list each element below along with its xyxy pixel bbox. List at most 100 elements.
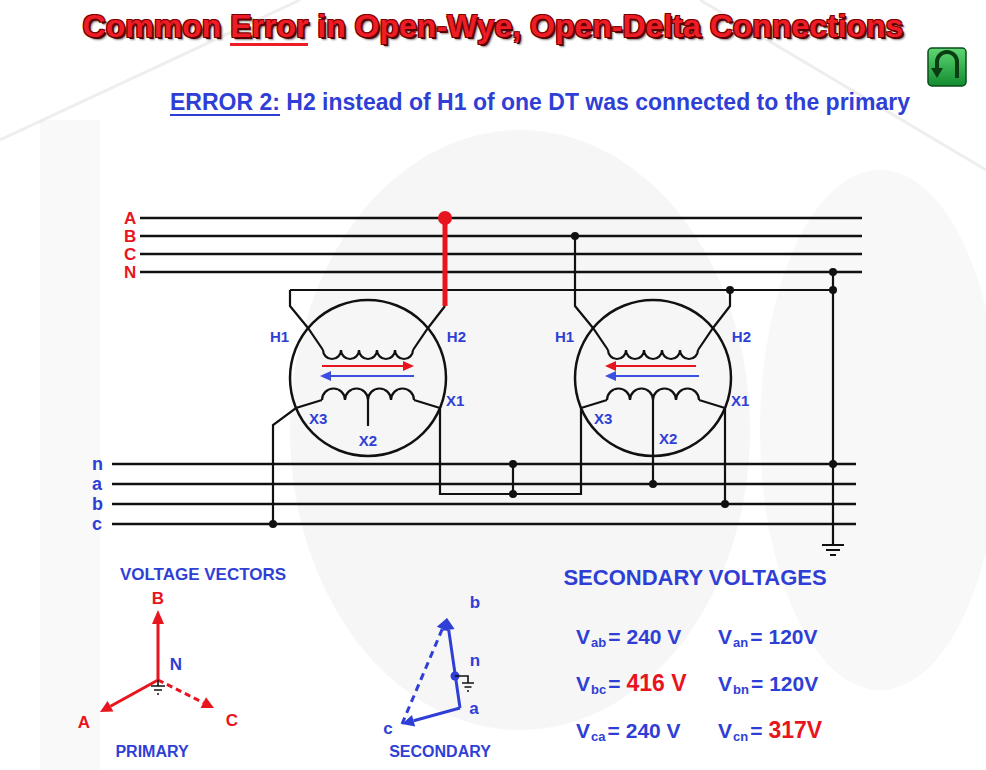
- abnormal-voltage: 317V: [768, 719, 822, 742]
- equals-sign: =: [607, 720, 619, 741]
- neutral-wire: [290, 272, 833, 545]
- ground-symbol: [455, 676, 474, 691]
- bus-label: c: [92, 515, 102, 533]
- voltage-symbol: V: [576, 626, 590, 647]
- vector-label: N: [170, 656, 182, 673]
- transformer: H1 H2X3 X1X2: [545, 298, 761, 470]
- photo-pole: [40, 120, 100, 770]
- voltage-subscript: an: [733, 636, 748, 649]
- bus-label: b: [92, 495, 103, 513]
- vector-caption: PRIMARY: [115, 744, 188, 760]
- junction-dot: [726, 286, 734, 294]
- voltage-symbol: V: [718, 626, 732, 647]
- junction-dots: [269, 232, 837, 528]
- subtitle: ERROR 2: H2 instead of H1 of one DT was …: [170, 91, 910, 114]
- terminal-label: H2: [732, 329, 751, 344]
- voltage-symbol: V: [718, 673, 732, 694]
- terminal-label: X2: [359, 433, 377, 448]
- vector-label: c: [383, 720, 392, 737]
- secondary-tie-wire: [440, 470, 581, 494]
- photo-shade: [760, 170, 986, 690]
- ground-symbol: [151, 680, 165, 694]
- vector-label: C: [226, 712, 238, 729]
- primary-winding: [323, 350, 698, 359]
- arrow-head: [100, 701, 113, 712]
- voltage-subscript: ca: [591, 730, 605, 743]
- transformer-lead: [575, 236, 730, 504]
- bus-label: a: [92, 475, 102, 493]
- arrow-head: [152, 610, 164, 624]
- vector-label: B: [152, 590, 164, 607]
- section-heading: VOLTAGE VECTORS: [120, 566, 286, 583]
- wrong-connection: [443, 218, 448, 306]
- transformer-tank: [290, 300, 446, 456]
- photo-shade: [290, 130, 750, 730]
- vector-label: A: [78, 714, 90, 731]
- return-arrow-head: [931, 68, 943, 78]
- secondary-vector-dashed: [402, 629, 442, 724]
- secondary-bus: [112, 464, 856, 524]
- equals-sign: =: [750, 720, 762, 741]
- bus-label: C: [124, 246, 136, 263]
- terminal-label: H2: [447, 329, 466, 344]
- arrow-head: [605, 361, 616, 371]
- arrow-head: [402, 715, 415, 727]
- primary-bus: [140, 218, 862, 272]
- ground-symbol: [822, 545, 844, 555]
- bus-label: B: [124, 228, 136, 245]
- terminal-label: H1: [555, 329, 574, 344]
- polarity-arrow: [330, 375, 699, 377]
- arrow-head: [605, 371, 616, 381]
- primary-vector: [111, 622, 159, 706]
- voltage-value: 120V: [768, 626, 817, 647]
- equals-sign: =: [751, 673, 763, 694]
- abnormal-voltage: 416 V: [626, 672, 686, 695]
- wrong-connection-dot: [438, 211, 452, 225]
- slide-title: Common Error in Open-Wye, Open-Delta Con…: [83, 10, 904, 42]
- arrow-head: [403, 361, 414, 371]
- section-heading: SECONDARY VOLTAGES: [563, 567, 826, 589]
- transformer-lead: [273, 290, 445, 524]
- arrow-head: [201, 697, 214, 708]
- voltage-symbol: V: [718, 720, 732, 741]
- equals-sign: =: [750, 626, 762, 647]
- vector-label: n: [470, 652, 480, 669]
- voltage-subscript: ab: [591, 636, 606, 649]
- voltage-symbol: V: [576, 720, 590, 741]
- arrow-head: [320, 371, 331, 381]
- junction-dot: [829, 460, 837, 468]
- terminal-label: X2: [659, 431, 677, 446]
- junction-dot: [649, 480, 657, 488]
- return-button: [928, 48, 966, 86]
- primary-vector-dashed: [158, 680, 203, 703]
- terminal-label: X1: [446, 393, 464, 408]
- voltage-subscript: bn: [733, 683, 749, 696]
- voltage-value: 120V: [769, 673, 818, 694]
- transformer-outline: [545, 298, 761, 470]
- junction-dot: [571, 232, 579, 240]
- junction-dot: [509, 460, 517, 468]
- subtitle-underline: [170, 114, 280, 116]
- bus-label: A: [124, 210, 136, 227]
- photo-wire: [0, 0, 986, 170]
- polarity-arrow: [322, 365, 696, 367]
- title-underline: [230, 43, 308, 46]
- vector-caption: SECONDARY: [389, 744, 491, 760]
- terminal-label: H1: [270, 329, 289, 344]
- transformer: H1 H2X3 X1X2: [260, 298, 476, 470]
- equals-sign: =: [608, 626, 620, 647]
- terminal-label: X1: [731, 393, 749, 408]
- junction-dot: [829, 286, 837, 294]
- junction-dot: [269, 520, 277, 528]
- terminal-label: X3: [309, 411, 327, 426]
- return-arrow: [937, 52, 957, 78]
- voltage-value: 240 V: [626, 626, 681, 647]
- bus-label: n: [92, 455, 103, 473]
- equals-sign: =: [608, 673, 620, 694]
- terminal-label: X3: [594, 411, 612, 426]
- vector-label: b: [470, 594, 480, 611]
- voltage-value: 240 V: [626, 720, 681, 741]
